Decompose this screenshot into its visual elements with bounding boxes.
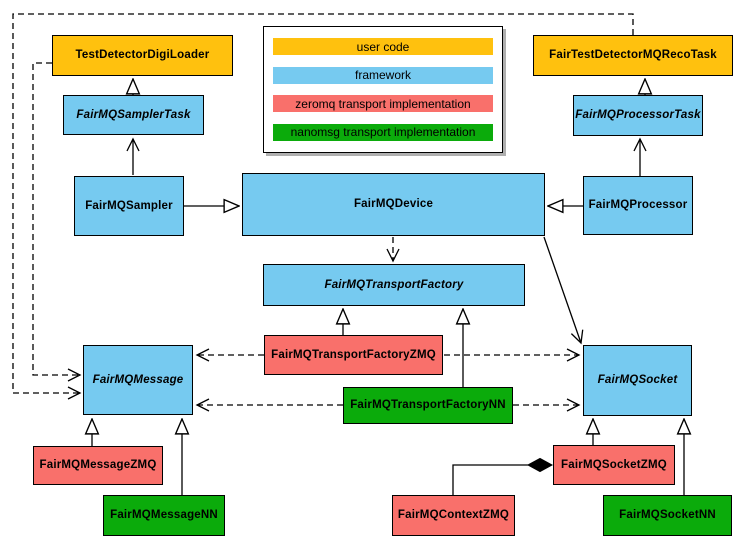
node-fairmq-message-nn: FairMQMessageNN [103, 495, 225, 536]
node-fairmq-transport-factory-zmq: FairMQTransportFactoryZMQ [264, 335, 443, 375]
node-fairmq-message-zmq: FairMQMessageZMQ [33, 446, 163, 485]
node-fair-test-detector-mq-reco-task: FairTestDetectorMQRecoTask [533, 35, 733, 76]
node-fairmq-device: FairMQDevice [242, 173, 545, 236]
node-fairmq-socket-zmq: FairMQSocketZMQ [553, 445, 675, 485]
legend: user code framework zeromq transport imp… [263, 26, 503, 153]
node-fairmq-processor: FairMQProcessor [583, 176, 693, 235]
node-fairmq-transport-factory-nn: FairMQTransportFactoryNN [343, 387, 513, 424]
node-test-detector-digi-loader: TestDetectorDigiLoader [52, 35, 233, 76]
node-fairmq-context-zmq: FairMQContextZMQ [392, 495, 515, 536]
legend-swatch-zeromq: zeromq transport implementation [273, 95, 493, 113]
node-fairmq-message: FairMQMessage [83, 345, 193, 415]
legend-swatch-user-code: user code [273, 38, 493, 56]
node-fairmq-socket-nn: FairMQSocketNN [603, 495, 732, 536]
node-fairmq-socket: FairMQSocket [583, 345, 692, 416]
legend-swatch-nanomsg: nanomsg transport implementation [273, 123, 493, 141]
legend-swatch-framework: framework [273, 66, 493, 84]
node-fairmq-sampler-task: FairMQSamplerTask [63, 95, 204, 135]
node-fairmq-processor-task: FairMQProcessorTask [573, 95, 703, 136]
node-fairmq-sampler: FairMQSampler [74, 176, 184, 236]
node-fairmq-transport-factory: FairMQTransportFactory [263, 264, 525, 306]
